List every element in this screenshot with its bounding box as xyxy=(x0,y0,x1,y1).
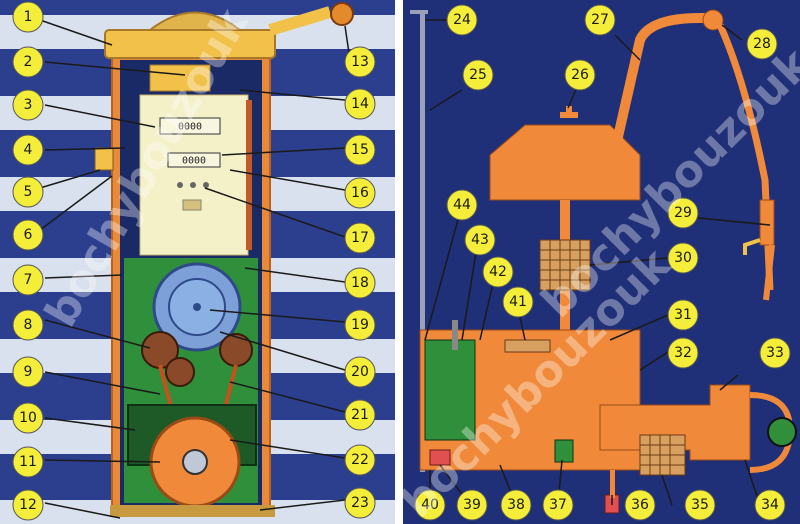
panel-divider xyxy=(395,0,403,524)
right-labels: 24 25 26 27 28 29 30 31 32 33 34 35 36 3… xyxy=(414,4,791,521)
label-5: 5 xyxy=(24,184,33,200)
label-16: 16 xyxy=(351,185,369,201)
label-41: 41 xyxy=(509,294,527,310)
label-17: 17 xyxy=(351,230,369,246)
label-19: 19 xyxy=(351,317,369,333)
label-31: 31 xyxy=(674,307,692,323)
label-24: 24 xyxy=(453,12,471,28)
label-2: 2 xyxy=(24,54,33,70)
label-9: 9 xyxy=(24,364,33,380)
label-36: 36 xyxy=(631,497,649,513)
meter-display-2: 0000 xyxy=(182,156,206,167)
label-39: 39 xyxy=(463,497,481,513)
left-leader-lines xyxy=(39,19,351,519)
meter-display-1: 0000 xyxy=(178,122,202,133)
label-18: 18 xyxy=(351,275,369,291)
label-13: 13 xyxy=(351,54,369,70)
label-37: 37 xyxy=(549,497,567,513)
label-28: 28 xyxy=(753,36,771,52)
label-43: 43 xyxy=(471,232,489,248)
label-22: 22 xyxy=(351,452,369,468)
label-8: 8 xyxy=(24,317,33,333)
label-34: 34 xyxy=(761,497,779,513)
label-12: 12 xyxy=(19,497,37,513)
label-21: 21 xyxy=(351,407,369,423)
label-25: 25 xyxy=(469,67,487,83)
label-14: 14 xyxy=(351,96,369,112)
label-1: 1 xyxy=(24,9,33,25)
pump-housing: 0000 0000 xyxy=(94,2,354,517)
label-10: 10 xyxy=(19,410,37,426)
label-30: 30 xyxy=(674,250,692,266)
label-6: 6 xyxy=(24,227,33,243)
label-42: 42 xyxy=(489,264,507,280)
label-23: 23 xyxy=(351,495,369,511)
label-26: 26 xyxy=(571,67,589,83)
label-29: 29 xyxy=(674,205,692,221)
label-38: 38 xyxy=(507,497,525,513)
label-4: 4 xyxy=(24,142,33,158)
label-15: 15 xyxy=(351,142,369,158)
label-11: 11 xyxy=(19,454,37,470)
pump-cutaway-schematic xyxy=(410,9,797,514)
label-44: 44 xyxy=(453,197,471,213)
label-32: 32 xyxy=(674,345,692,361)
label-bubble xyxy=(12,1,44,33)
label-40: 40 xyxy=(421,497,439,513)
label-20: 20 xyxy=(351,364,369,380)
label-3: 3 xyxy=(24,97,33,113)
label-33: 33 xyxy=(766,345,784,361)
label-35: 35 xyxy=(691,497,709,513)
left-labels: 1 2 3 4 5 6 7 8 9 10 11 12 13 14 15 16 1… xyxy=(12,1,376,521)
label-27: 27 xyxy=(591,12,609,28)
label-7: 7 xyxy=(24,272,33,288)
